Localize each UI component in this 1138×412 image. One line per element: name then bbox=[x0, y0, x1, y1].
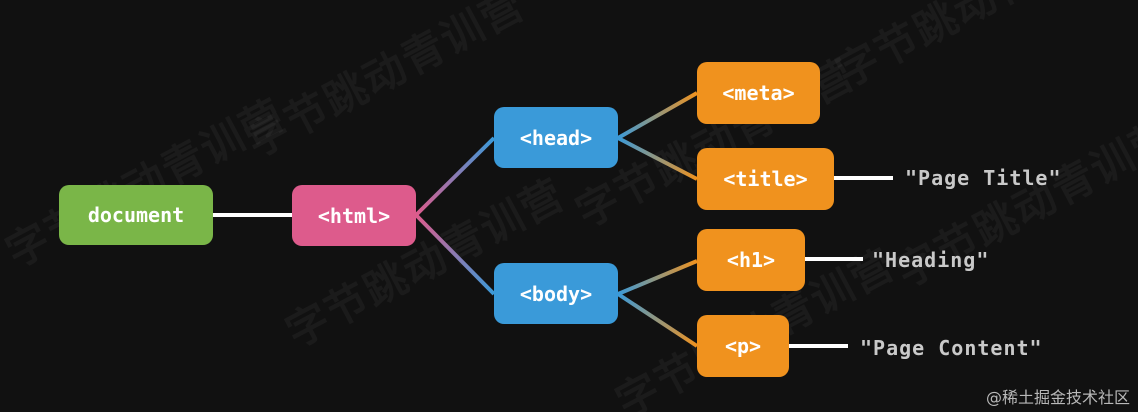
node-title: <title> bbox=[697, 148, 834, 210]
source-credit: @稀土掘金技术社区 bbox=[985, 388, 1130, 407]
text-node-heading: "Heading" bbox=[872, 248, 990, 272]
text-node-page-title: "Page Title" bbox=[905, 166, 1062, 190]
node-html: <html> bbox=[292, 185, 416, 246]
node-h1: <h1> bbox=[697, 229, 805, 291]
edge-body-h1 bbox=[617, 259, 698, 296]
node-document: document bbox=[59, 185, 213, 245]
node-meta: <meta> bbox=[697, 62, 820, 124]
node-body: <body> bbox=[494, 263, 618, 324]
edge-html-body bbox=[414, 213, 496, 296]
edge-body-p bbox=[616, 292, 699, 348]
node-head: <head> bbox=[494, 107, 618, 168]
edge-head-meta bbox=[617, 91, 698, 140]
edge-html-head bbox=[414, 136, 496, 217]
text-node-page-content: "Page Content" bbox=[860, 336, 1043, 360]
edge-head-title bbox=[617, 136, 698, 181]
node-p: <p> bbox=[697, 315, 789, 377]
